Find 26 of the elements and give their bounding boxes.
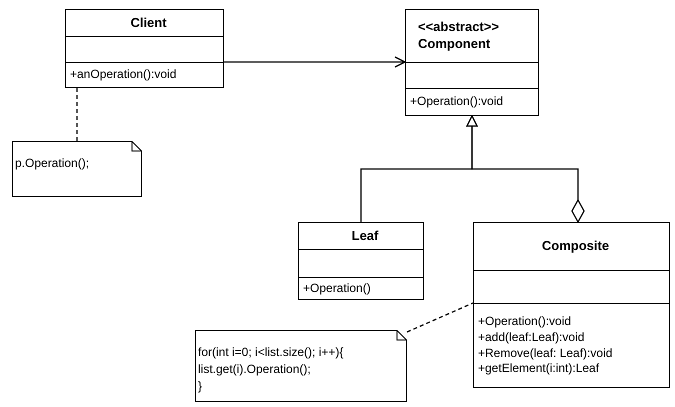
note-text: list.get(i).Operation(); (198, 360, 312, 378)
note-text: for(int i=0; i<list.size(); i++){ (198, 344, 344, 361)
note-text: } (198, 378, 204, 394)
method-text: +Operation() (303, 280, 371, 296)
method-text: +anOperation():void (70, 67, 176, 83)
class-box (65, 9, 224, 88)
method-text: +getElement(i:int):Leaf (478, 361, 600, 377)
class-name: Client (129, 14, 167, 32)
connector-arrow (466, 115, 585, 223)
class-box (298, 222, 424, 300)
class-name: Leaf (350, 228, 378, 245)
note-box (12, 141, 142, 197)
method-text: +Operation():void (410, 94, 504, 110)
method-text: +Remove(leaf: Leaf):void (478, 346, 612, 362)
method-text: +Operation():void (478, 314, 572, 330)
connector-arrow (224, 56, 406, 68)
note-box (195, 330, 407, 402)
stereotype-text: <<abstract>> (417, 19, 499, 36)
class-name: Composite (540, 238, 610, 256)
class-name: Component (417, 36, 490, 53)
dashed-connector (406, 302, 474, 333)
method-text: +add(leaf:Leaf):void (478, 330, 584, 346)
class-box (473, 222, 670, 388)
note-text: p.Operation(); (15, 155, 90, 172)
class-box (405, 9, 539, 116)
dashed-connector (76, 88, 78, 141)
